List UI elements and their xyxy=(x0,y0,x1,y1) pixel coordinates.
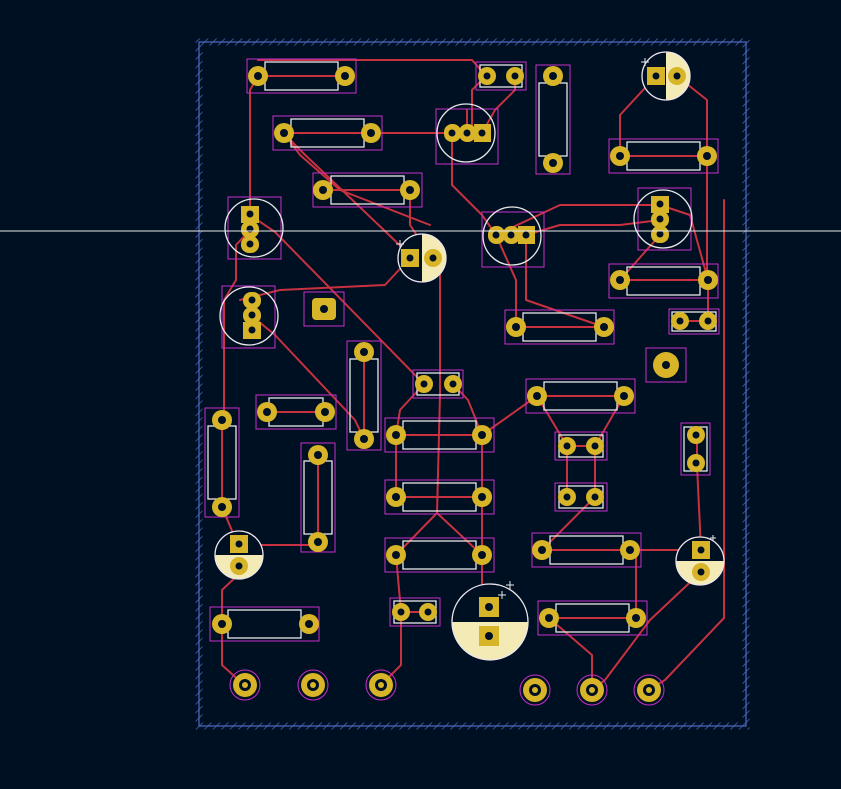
electrolytic-cap-c12[interactable] xyxy=(451,581,529,661)
capacitor-c7[interactable] xyxy=(680,422,711,476)
resistor-r17[interactable] xyxy=(204,407,240,518)
capacitor-c6[interactable] xyxy=(389,597,441,627)
capacitor-c1[interactable] xyxy=(475,61,527,91)
resistor-r2[interactable] xyxy=(272,115,383,151)
board-edge xyxy=(195,38,750,730)
connector-pad-j2[interactable] xyxy=(297,669,329,701)
transistor-q5[interactable] xyxy=(633,187,693,251)
connector-pad-j5[interactable] xyxy=(576,674,608,706)
capacitor-c4[interactable] xyxy=(554,431,608,461)
resistor-r18[interactable] xyxy=(300,442,336,553)
transistor-q1[interactable] xyxy=(435,103,499,165)
resistor-r10[interactable] xyxy=(384,479,495,515)
resistor-r13[interactable] xyxy=(209,606,320,642)
resistor-r14[interactable] xyxy=(537,600,648,636)
resistor-r5[interactable] xyxy=(608,263,719,299)
electrolytic-cap-c9[interactable] xyxy=(396,233,447,283)
connector-pad-j6[interactable] xyxy=(633,674,665,706)
footprints xyxy=(204,51,725,706)
connector-pad-j4[interactable] xyxy=(519,674,551,706)
resistor-r6[interactable] xyxy=(504,309,615,345)
transistor-q3[interactable] xyxy=(224,196,284,260)
electrolytic-cap-c8[interactable] xyxy=(641,51,691,101)
resistor-r7[interactable] xyxy=(525,378,636,414)
resistor-r3[interactable] xyxy=(312,172,423,208)
capacitor-c5[interactable] xyxy=(554,482,608,512)
electrolytic-cap-c11[interactable] xyxy=(675,535,725,586)
test-pad-tp1[interactable] xyxy=(303,291,345,327)
resistor-r11[interactable] xyxy=(384,537,495,573)
connector-pad-j3[interactable] xyxy=(365,669,397,701)
resistor-r15[interactable] xyxy=(535,64,571,175)
capacitor-c3[interactable] xyxy=(412,369,464,399)
connector-pad-j1[interactable] xyxy=(229,669,261,701)
resistor-r4[interactable] xyxy=(608,138,719,174)
resistor-r1[interactable] xyxy=(246,58,357,94)
test-pad-tp2[interactable] xyxy=(645,347,687,383)
resistor-r9[interactable] xyxy=(384,417,495,453)
transistor-q4[interactable] xyxy=(219,285,279,349)
resistor-r12[interactable] xyxy=(531,532,642,568)
electrolytic-cap-c10[interactable] xyxy=(214,530,264,580)
resistor-r8[interactable] xyxy=(255,394,337,430)
capacitor-c2[interactable] xyxy=(668,308,720,335)
resistor-r16[interactable] xyxy=(346,340,382,451)
